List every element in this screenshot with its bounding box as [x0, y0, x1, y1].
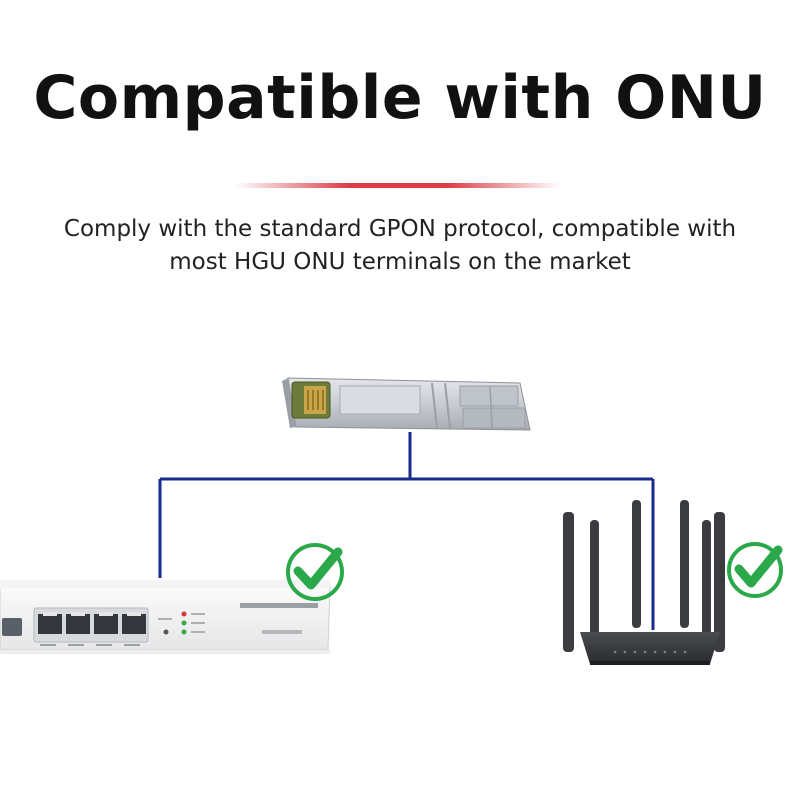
page-title: Compatible with ONU	[33, 63, 767, 133]
router-antennas	[563, 500, 725, 652]
onu-check-icon	[286, 543, 344, 601]
onu-device	[0, 580, 331, 654]
router-check-icon	[727, 542, 783, 598]
sfp-module	[282, 377, 531, 431]
connection-lines	[158, 432, 655, 630]
subtitle-line-2: most HGU ONU terminals on the market	[169, 249, 631, 275]
title-divider	[235, 183, 560, 188]
lan-ports	[33, 607, 149, 646]
router-device	[563, 500, 725, 665]
subtitle: Comply with the standard GPON protocol, …	[0, 213, 800, 279]
subtitle-line-1: Comply with the standard GPON protocol, …	[63, 216, 737, 242]
status-leds	[181, 611, 205, 635]
